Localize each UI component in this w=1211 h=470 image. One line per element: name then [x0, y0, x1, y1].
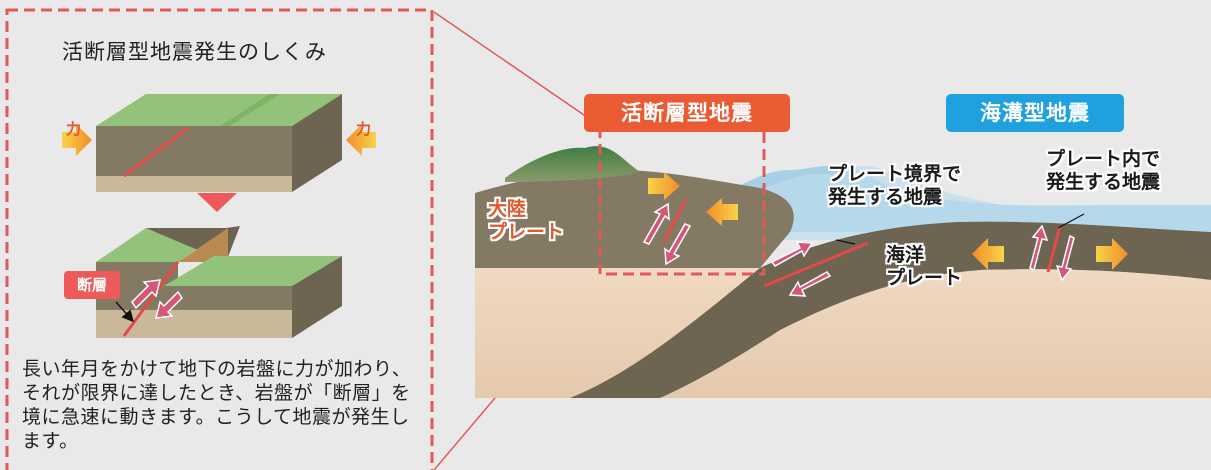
force-label-right: 力 [356, 120, 372, 138]
trench-quake-badge: 海溝型地震 [946, 94, 1124, 132]
zoom-connector-top [433, 11, 601, 127]
plate-boundary-quake-label: プレート境界で 発生する地震 [828, 163, 962, 208]
force-arrow-right [62, 124, 92, 156]
oceanic-plate-label: 海洋 プレート [886, 244, 963, 289]
force-arrow-left [346, 124, 376, 156]
continental-plate-label: 大陸 プレート [488, 198, 565, 243]
mechanism-panel-frame [5, 8, 434, 470]
fault-badge: 断層 [64, 271, 120, 299]
block-after [96, 226, 342, 338]
zoom-region-frame [598, 124, 766, 276]
mechanism-description: 長い年月をかけて地下の岩盤に力が加わり、それが限界に達したとき、岩盤が「断層」を… [22, 358, 412, 452]
panel-title: 活断層型地震発生のしくみ [62, 40, 327, 64]
force-label-left: 力 [66, 120, 82, 138]
cross-section [475, 146, 1211, 398]
block-before [96, 94, 342, 192]
active-fault-quake-badge: 活断層型地震 [584, 94, 790, 132]
transition-arrow [197, 193, 237, 212]
intraplate-quake-label: プレート内で 発生する地震 [1046, 148, 1161, 193]
